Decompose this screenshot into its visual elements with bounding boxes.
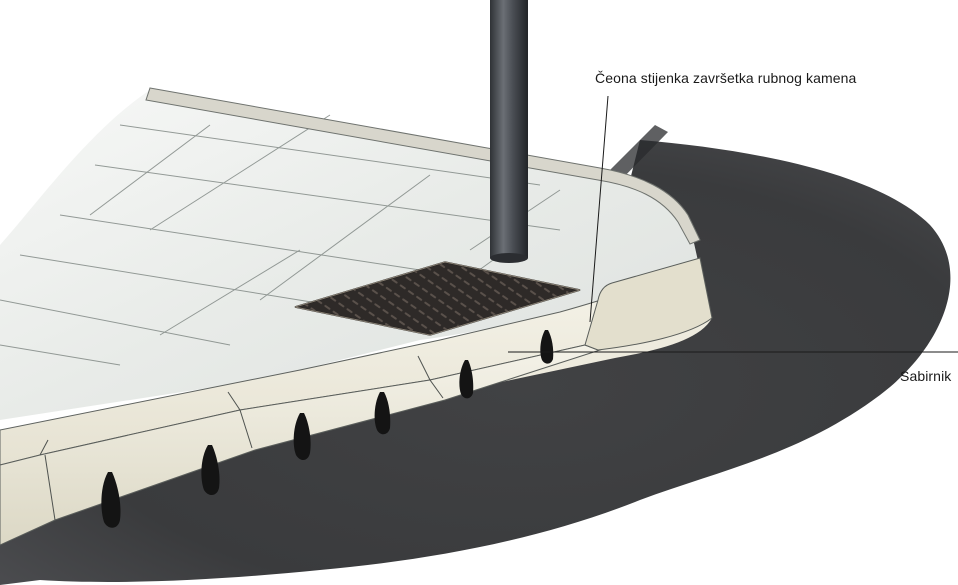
pole: [490, 0, 528, 258]
collector-label: Sabirnik: [900, 368, 951, 384]
end-wall-label: Čeona stijenka završetka rubnog kamena: [595, 70, 856, 86]
pole-base: [490, 253, 528, 263]
